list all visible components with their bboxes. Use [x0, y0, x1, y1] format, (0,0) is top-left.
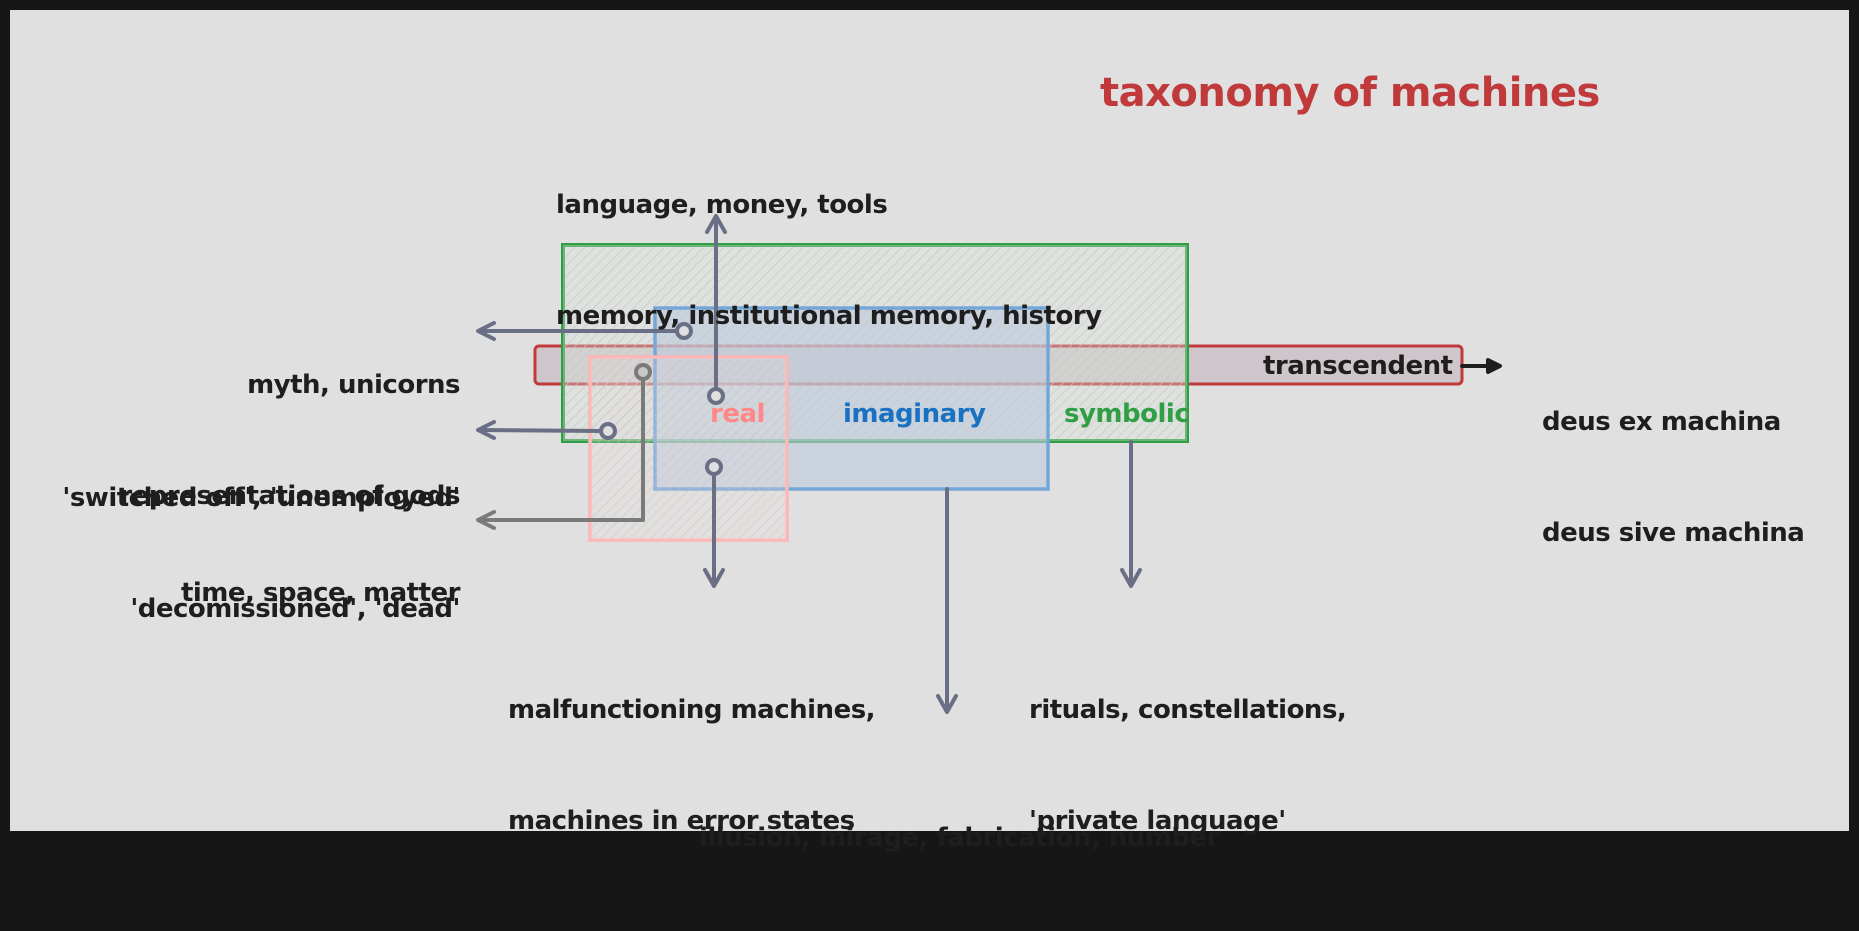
arrow-down-malfunction	[703, 458, 725, 588]
arrow-up-language	[705, 214, 727, 405]
arrow-left-switched-off	[476, 420, 617, 440]
annotation-myth: myth, unicorns representations of gods	[119, 293, 460, 589]
annotation-switched-off: 'switched off', 'unemployed' 'decomissio…	[62, 406, 460, 702]
annotation-time-space: time, space, matter	[180, 501, 461, 686]
arrow-right-deus	[1460, 358, 1502, 374]
annotation-malfunction-line2: machines in error states	[508, 806, 855, 836]
arrow-left-time-space	[476, 363, 652, 530]
diagram-title: taxonomy of machines	[1100, 70, 1600, 116]
annotation-malfunction-line1: malfunctioning machines,	[508, 695, 876, 725]
annotation-illusion-line: illusion, mirage, fabrication, number	[699, 823, 1219, 853]
annotation-illusion: illusion, mirage, fabrication, number	[699, 746, 1219, 931]
annotation-top-line2: memory, institutional memory, history	[556, 301, 1102, 331]
annotation-top-line1: language, money, tools	[556, 190, 888, 220]
imaginary-label: imaginary	[843, 399, 986, 429]
arrow-left-myth	[476, 321, 693, 341]
diagram-canvas: taxonomy of machines real imaginary symb…	[10, 10, 1849, 853]
annotation-malfunction: malfunctioning machines, machines in err…	[508, 618, 876, 914]
annotation-myth-line1: myth, unicorns	[247, 370, 460, 400]
annotation-deus: deus ex machina deus sive machina	[1542, 330, 1805, 626]
annotation-rituals-line2: 'private language'	[1029, 806, 1286, 836]
annotation-deus-line1: deus ex machina	[1542, 407, 1781, 437]
arrow-down-rituals	[1120, 440, 1142, 588]
arrow-down-illusion	[936, 487, 958, 714]
annotation-rituals: rituals, constellations, 'private langua…	[1029, 618, 1347, 914]
annotation-rituals-line1: rituals, constellations,	[1029, 695, 1347, 725]
annotation-switched-line1: 'switched off', 'unemployed'	[62, 483, 460, 513]
venn-diagram	[476, 214, 1502, 714]
annotation-time-space-line: time, space, matter	[180, 578, 461, 608]
symbolic-label: symbolic	[1064, 399, 1190, 429]
transcendent-label: transcendent	[1263, 351, 1453, 381]
annotation-switched-line2: 'decomissioned', 'dead'	[130, 594, 460, 624]
annotation-deus-line2: deus sive machina	[1542, 518, 1805, 548]
annotation-top: language, money, tools memory, instituti…	[556, 113, 1102, 409]
real-label: real	[710, 399, 765, 429]
annotation-myth-line2: representations of gods	[119, 481, 460, 511]
real-set	[588, 355, 789, 542]
